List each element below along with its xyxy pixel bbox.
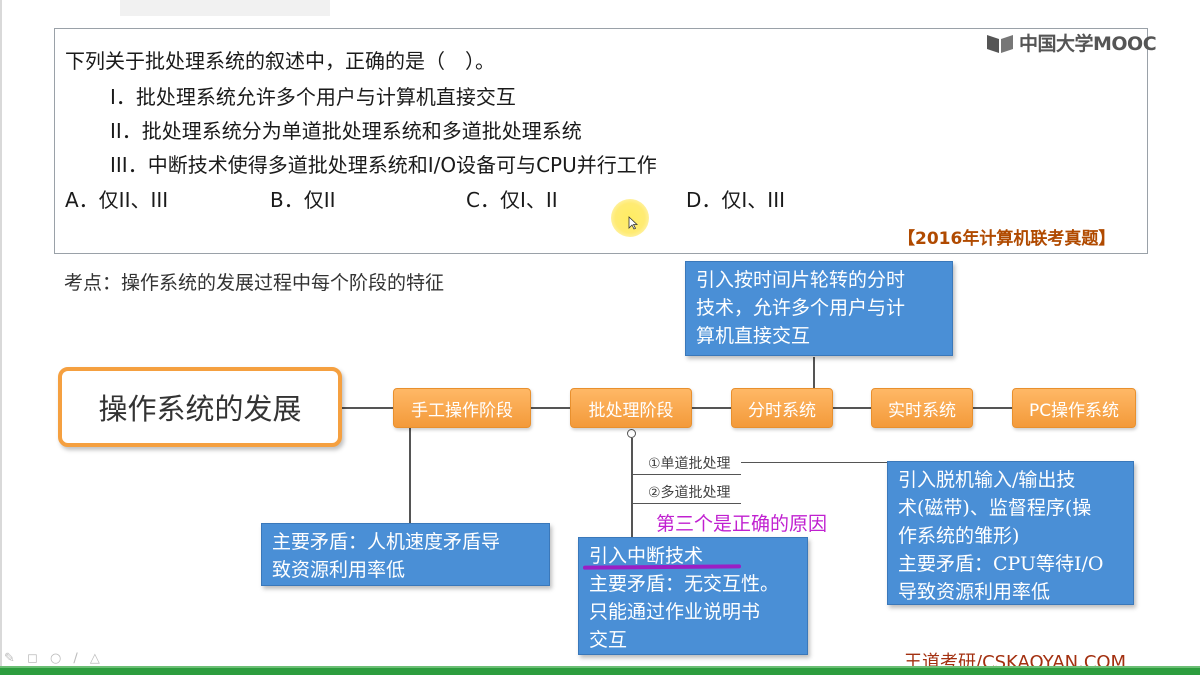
multi-batch-underline: [631, 503, 741, 504]
note-line: 主要矛盾：CPU等待I/O: [898, 553, 1104, 575]
stage-real-time: 实时系统: [871, 388, 973, 428]
statement-1: I．批处理系统允许多个用户与计算机直接交互: [110, 85, 516, 109]
mooc-logo-text: 中国大学MOOC: [1019, 33, 1157, 55]
handwritten-annotation: 第三个是正确的原因: [656, 513, 828, 535]
note-line: 引入脱机输入/输出技: [898, 469, 1076, 491]
note-line: 主要矛盾：人机速度矛盾导: [272, 531, 501, 553]
note-line: 技术，允许多个用户与计: [696, 297, 906, 319]
note-single-batch: 引入脱机输入/输出技 术(磁带)、监督程序(操 作系统的雏形) 主要矛盾：CPU…: [887, 461, 1134, 605]
annotation-toolbar-icons[interactable]: ✎ ◻ ○ ∕ △: [4, 651, 104, 666]
note-line: 作系统的雏形): [898, 525, 1020, 547]
stage-manual: 手工操作阶段: [393, 388, 531, 428]
choice-a: A．仅II、III: [65, 188, 169, 212]
mooc-logo: 中国大学MOOC: [985, 29, 1157, 56]
time-sharing-note-connector: [813, 357, 815, 388]
stage-pc-os: PC操作系统: [1012, 388, 1136, 428]
mouse-cursor-icon: [628, 216, 638, 230]
slide-top-tab: [120, 0, 330, 16]
mindmap-root: 操作系统的发展: [58, 367, 342, 447]
note-time-sharing: 引入按时间片轮转的分时 技术，允许多个用户与计 算机直接交互: [685, 261, 953, 356]
note-line: 导致资源利用率低: [898, 581, 1051, 603]
statement-3: III．中断技术使得多道批处理系统和I/O设备可与CPU并行工作: [110, 153, 657, 177]
note-line: 引入中断技术: [589, 545, 704, 567]
note-line: 术(磁带)、监督程序(操: [898, 497, 1092, 519]
note-line: 交互: [589, 629, 628, 651]
key-point-text: 考点：操作系统的发展过程中每个阶段的特征: [64, 272, 445, 294]
note-line: 引入按时间片轮转的分时: [696, 269, 906, 291]
exam-tag: 【2016年计算机联考真题】: [898, 229, 1116, 249]
stage-batch: 批处理阶段: [570, 388, 692, 428]
collapse-toggle-icon: [627, 429, 636, 438]
mooc-book-icon: [987, 34, 1013, 53]
choice-d: D．仅I、III: [686, 188, 785, 212]
note-line: 算机直接交互: [696, 325, 811, 347]
single-batch-underline: [631, 474, 741, 475]
sub-item-single-batch: ①单道批处理: [648, 456, 731, 472]
note-line: 只能通过作业说明书: [589, 601, 761, 623]
note-line: 主要矛盾：无交互性。: [589, 573, 780, 595]
note-line: 致资源利用率低: [272, 559, 406, 581]
choice-b: B．仅II: [270, 188, 336, 212]
sub-item-multi-batch: ②多道批处理: [648, 485, 731, 501]
single-batch-note-connector: [741, 462, 887, 463]
stage-time-sharing: 分时系统: [731, 388, 833, 428]
progress-bar-highlight: [0, 666, 1200, 668]
slide-left-edge: [0, 0, 2, 675]
video-progress-bar[interactable]: [0, 668, 1200, 675]
question-stem: 下列关于批处理系统的叙述中，正确的是（ ）。: [65, 49, 495, 73]
statement-2: II．批处理系统分为单道批处理系统和多道批处理系统: [110, 119, 582, 143]
note-multi-batch: 引入中断技术 主要矛盾：无交互性。 只能通过作业说明书 交互: [578, 537, 808, 655]
manual-note-connector: [409, 428, 411, 523]
question-box: [54, 28, 1148, 254]
choice-c: C．仅I、II: [466, 188, 558, 212]
note-manual: 主要矛盾：人机速度矛盾导 致资源利用率低: [261, 523, 550, 586]
batch-branch-connector: [631, 438, 633, 538]
